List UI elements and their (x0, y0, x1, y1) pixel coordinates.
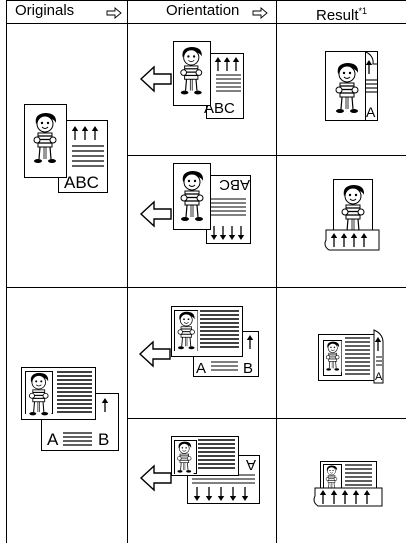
orientation-portrait-rotated: ABC (141, 164, 251, 244)
doc-a-text: A (246, 456, 256, 473)
doc-b-text: B (98, 430, 109, 449)
doc-a-text: A (47, 430, 59, 449)
original-landscape: A B (22, 368, 119, 451)
doc-b-text: B (243, 360, 253, 377)
header-arrow-2-icon (253, 8, 267, 18)
original-portrait: ABC (25, 105, 108, 193)
arrow-left-icon (141, 67, 171, 91)
result-portrait-rotated (325, 180, 379, 251)
result-portrait-upright: A (326, 52, 379, 121)
orientation-landscape-rotated: B A (141, 437, 260, 504)
result-landscape-upright: A (319, 330, 384, 383)
result-landscape-rotated (314, 462, 382, 507)
doc-a-text: A (196, 360, 206, 377)
arrow-left-icon (141, 466, 171, 490)
doc-abc-text: ABC (64, 173, 99, 192)
doc-abc-text: ABC (219, 176, 250, 193)
orientation-landscape-upright: A B (140, 307, 259, 378)
arrow-left-icon (141, 202, 171, 226)
arrow-left-icon (140, 342, 170, 366)
orientation-portrait-upright: ABC (141, 42, 244, 119)
doc-a-text: A (366, 104, 376, 120)
doc-a-text: A (375, 371, 383, 383)
header-arrow-1-icon (107, 8, 121, 18)
